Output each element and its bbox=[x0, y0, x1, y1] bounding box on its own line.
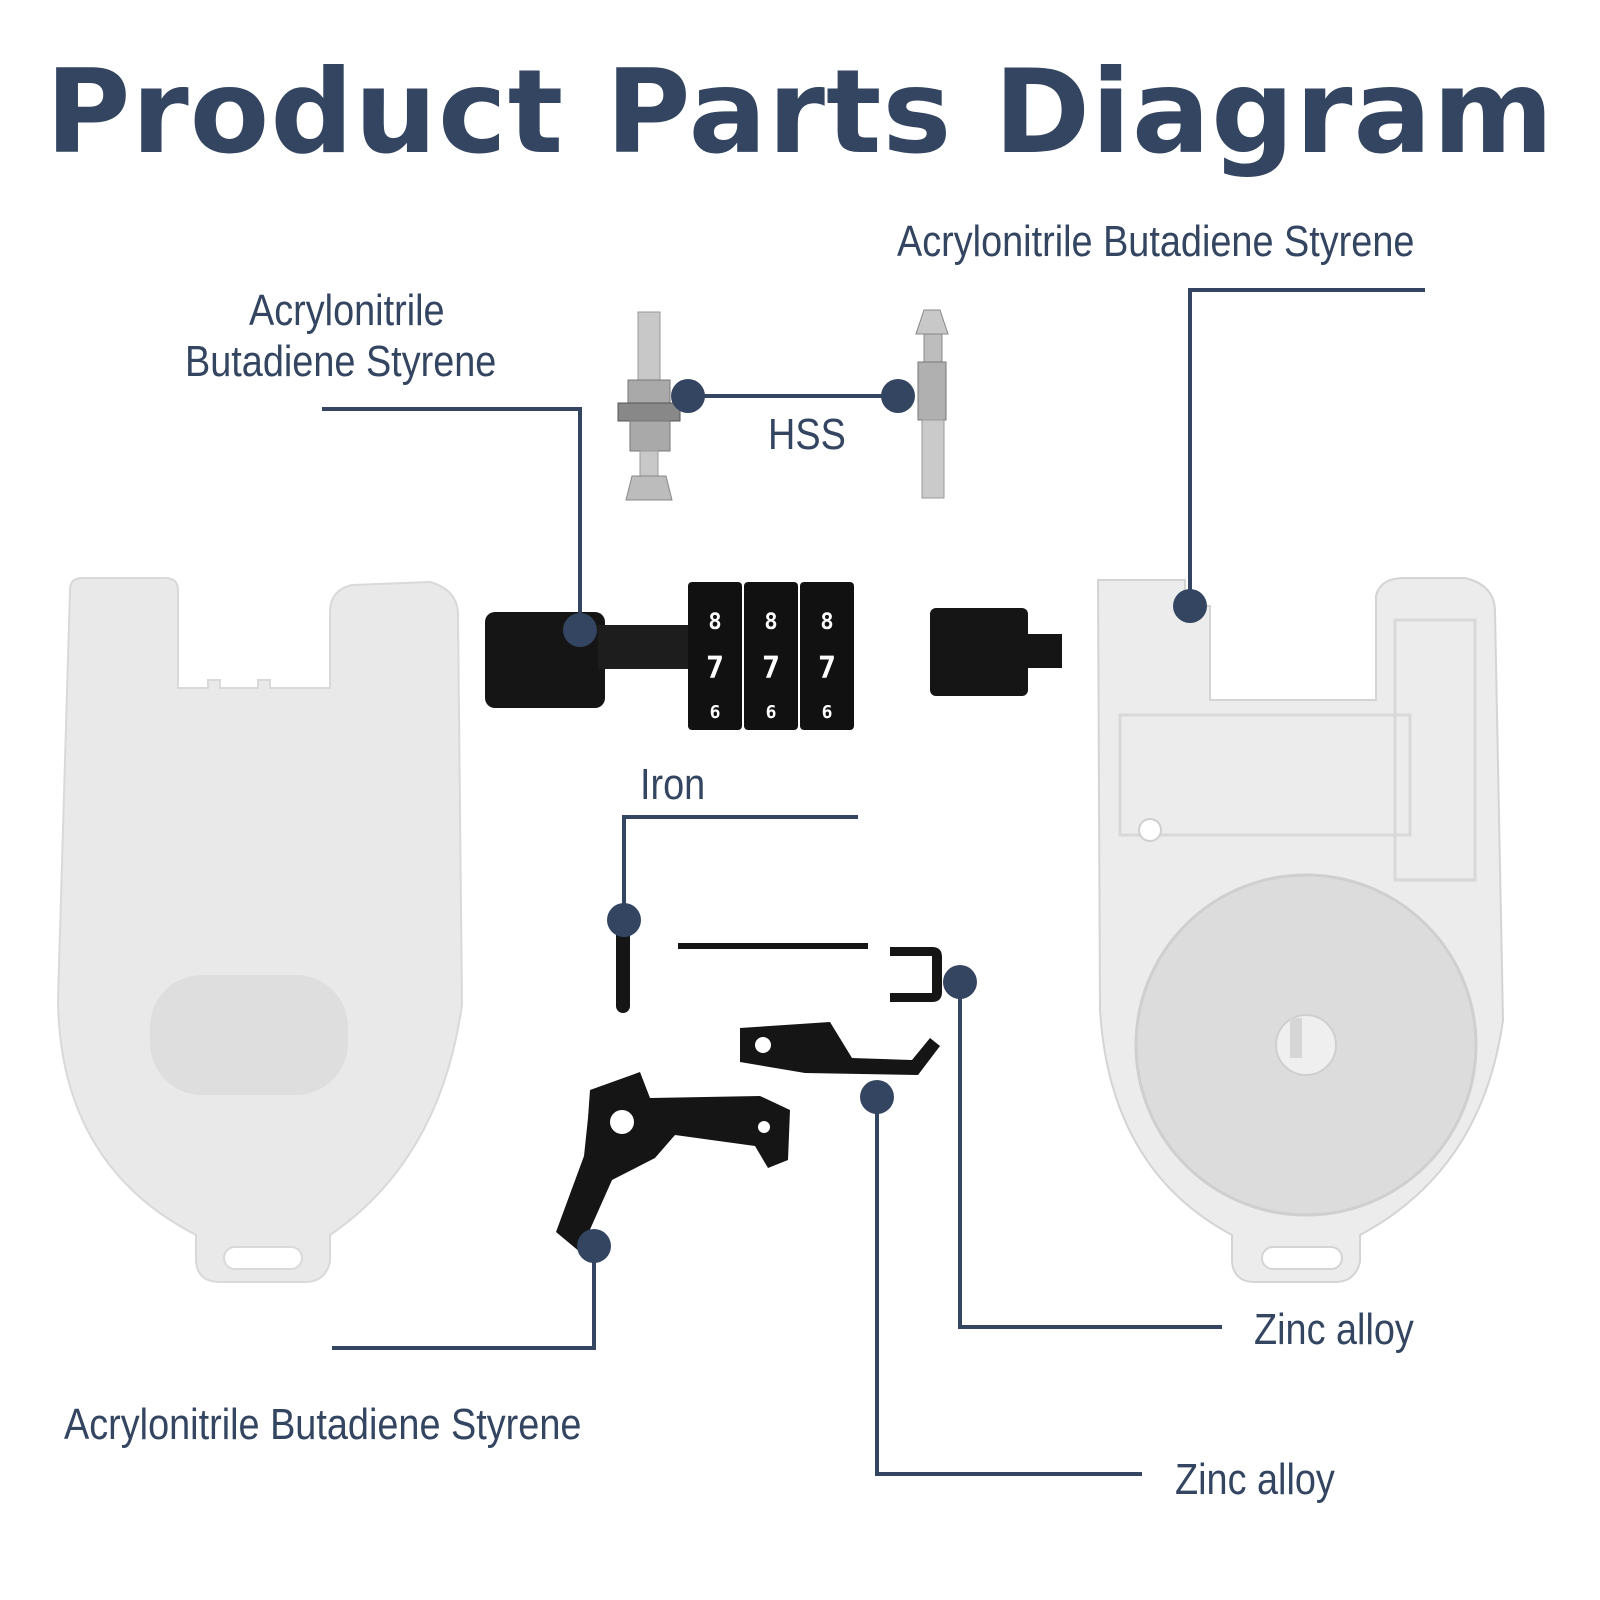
leader-top-right bbox=[1188, 288, 1425, 606]
label-top-left-line2: Butadiene Styrene bbox=[185, 337, 497, 386]
dial-1-bottom: 6 bbox=[710, 702, 721, 723]
dial-1-top: 8 bbox=[708, 610, 721, 635]
iron-pin bbox=[616, 915, 868, 1013]
label-top-left-line1: Acrylonitrile bbox=[249, 286, 445, 335]
dot-zinc-1 bbox=[943, 965, 977, 999]
dot-zinc-2 bbox=[860, 1080, 894, 1114]
dot-top-right bbox=[1173, 589, 1207, 623]
leader-lines bbox=[322, 288, 1425, 1476]
dial-3-middle: 7 bbox=[818, 651, 836, 686]
dial-1-middle: 7 bbox=[706, 651, 724, 686]
dot-top-left bbox=[563, 613, 597, 647]
leader-zinc-1 bbox=[958, 982, 1222, 1329]
page-title: Product Parts Diagram bbox=[45, 45, 1555, 180]
lever bbox=[556, 1072, 790, 1252]
leader-top-left bbox=[322, 407, 582, 630]
dial-3-top: 8 bbox=[820, 610, 833, 635]
front-housing-cover bbox=[56, 577, 464, 1283]
dial-3-bottom: 6 bbox=[822, 702, 833, 723]
leader-iron bbox=[622, 815, 858, 918]
leader-zinc-2 bbox=[875, 1097, 1142, 1476]
label-zinc-2: Zinc alloy bbox=[1175, 1455, 1335, 1504]
label-bottom-left: Acrylonitrile Butadiene Styrene bbox=[64, 1400, 582, 1449]
dot-bottom-left bbox=[577, 1229, 611, 1263]
dial-2-top: 8 bbox=[764, 610, 777, 635]
leader-bottom-left bbox=[332, 1246, 596, 1350]
dial-shaft bbox=[485, 582, 1062, 730]
dial-2-middle: 7 bbox=[762, 651, 780, 686]
zinc-clip bbox=[890, 947, 942, 1002]
dot-hss-right bbox=[881, 379, 915, 413]
rear-housing-shell bbox=[1096, 577, 1505, 1283]
label-top-right: Acrylonitrile Butadiene Styrene bbox=[897, 217, 1415, 266]
dial-digits: 8 8 8 7 7 7 6 6 6 bbox=[706, 610, 836, 723]
marker-dots bbox=[563, 379, 1207, 1263]
label-iron: Iron bbox=[640, 760, 706, 809]
dot-hss-left bbox=[671, 379, 705, 413]
label-hss: HSS bbox=[768, 410, 846, 459]
hss-pin-right bbox=[915, 309, 949, 499]
hss-pin-left bbox=[617, 311, 681, 501]
zinc-latch bbox=[740, 1022, 940, 1075]
dial-2-bottom: 6 bbox=[766, 702, 777, 723]
label-zinc-1: Zinc alloy bbox=[1254, 1305, 1414, 1354]
dot-iron bbox=[607, 903, 641, 937]
